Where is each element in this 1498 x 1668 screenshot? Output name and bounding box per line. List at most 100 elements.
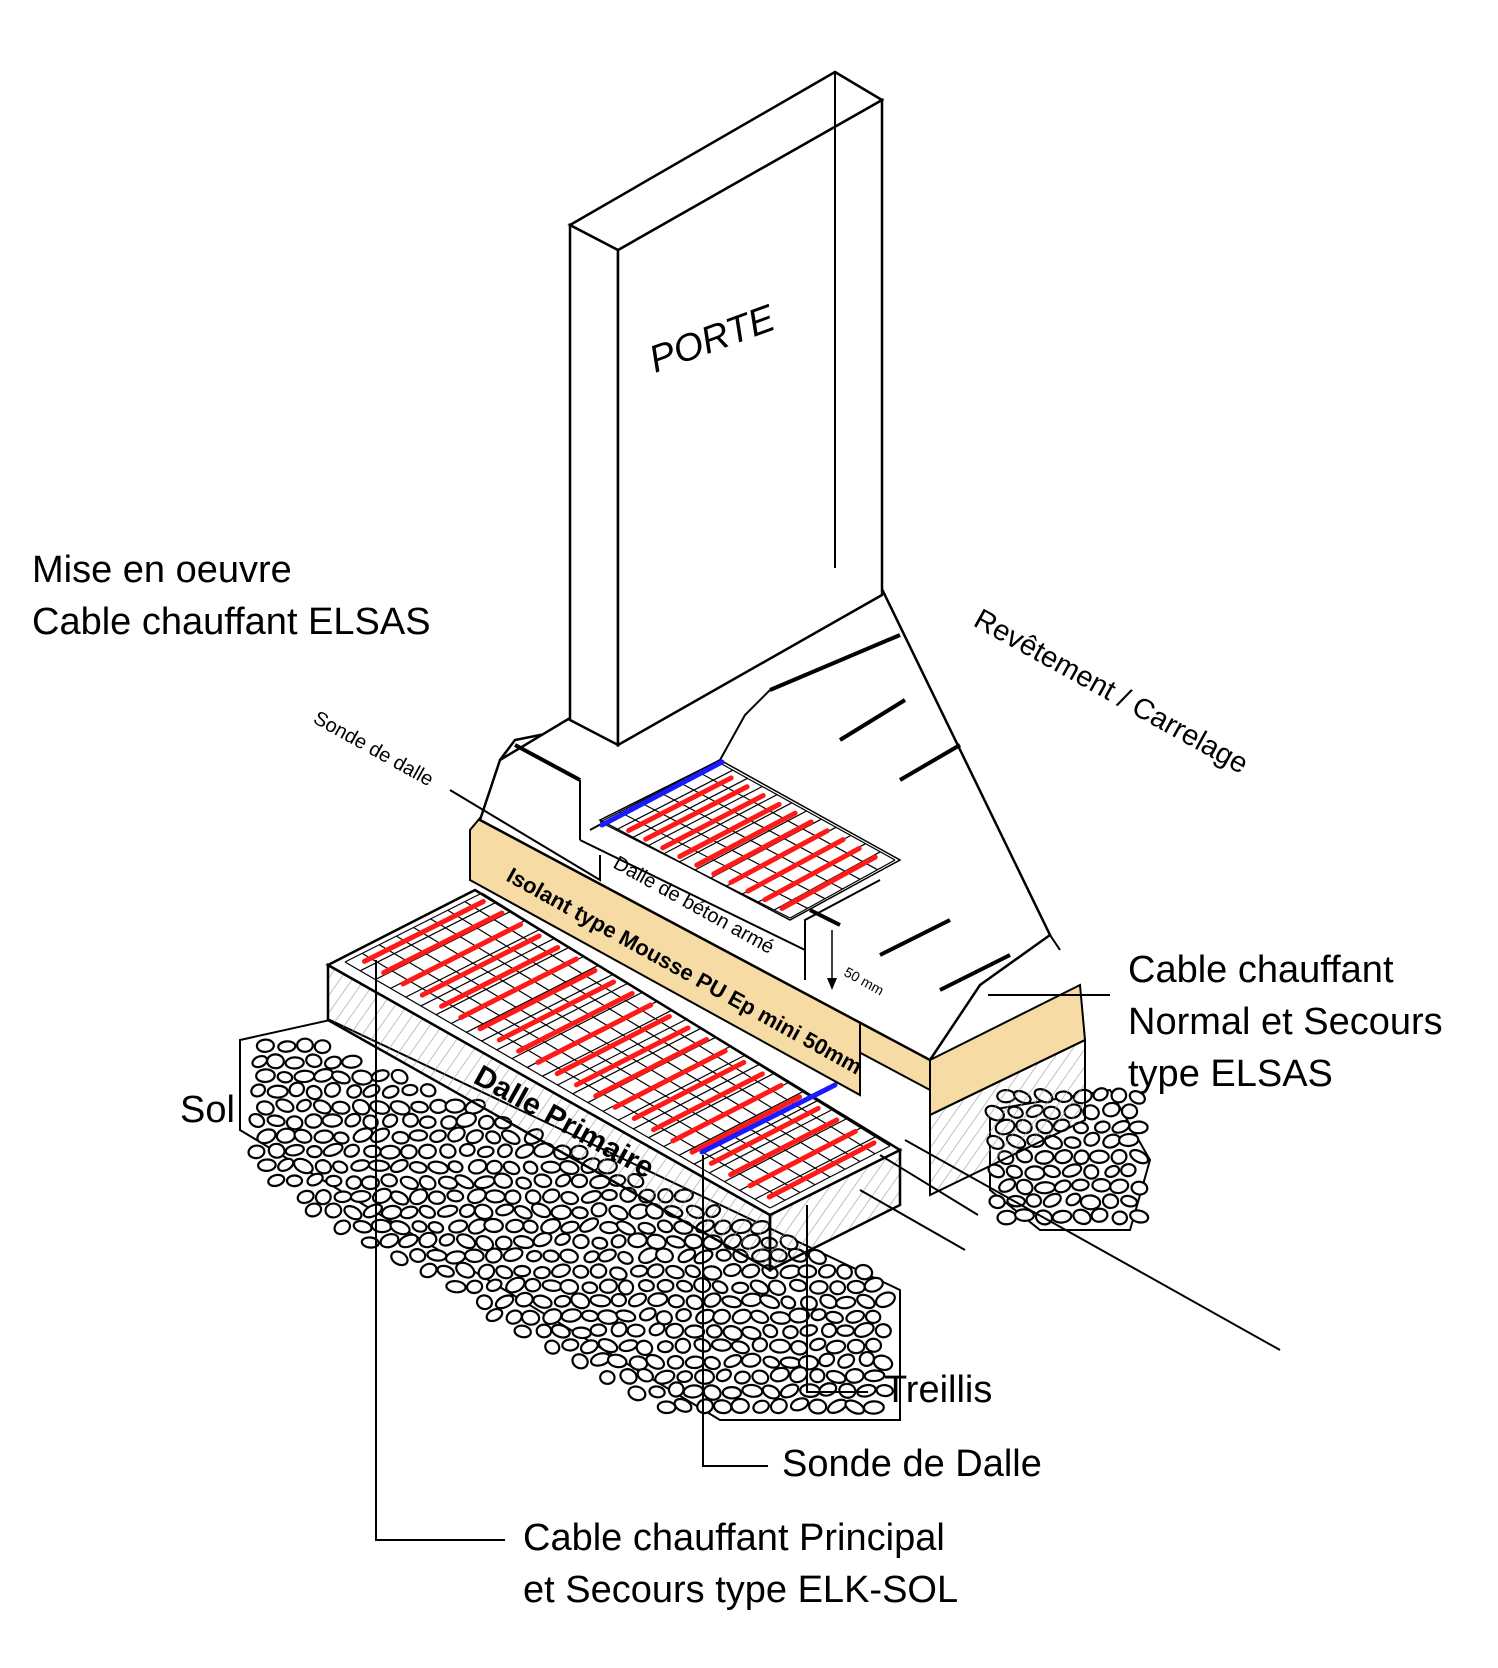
pebble (513, 1324, 532, 1339)
heating-cable-run (554, 1013, 672, 1077)
pebble (599, 1370, 616, 1385)
pebble (836, 1263, 853, 1280)
pebble (495, 1203, 515, 1217)
pebble (266, 1084, 289, 1099)
heating-cable-run (689, 1094, 803, 1155)
pebble (284, 1143, 305, 1157)
pebble (247, 1144, 266, 1160)
pebble (626, 1323, 646, 1338)
pebble (514, 1291, 534, 1308)
pebble (513, 1204, 533, 1220)
pebble (447, 1126, 466, 1143)
pebble (872, 1354, 894, 1372)
pebble (540, 1160, 562, 1174)
pebble (825, 1369, 847, 1384)
pebble (571, 1326, 592, 1340)
pebble (540, 1218, 562, 1235)
pebble (809, 1337, 827, 1352)
pebble (721, 1386, 743, 1400)
sensor-cable-run (599, 759, 725, 828)
pebble (483, 1217, 504, 1234)
pebble (419, 1083, 437, 1098)
pebble (285, 1115, 304, 1131)
pebble (333, 1219, 352, 1236)
pebble (475, 1235, 495, 1252)
pebble (530, 1202, 552, 1219)
pebble (363, 1144, 382, 1159)
pebble (463, 1248, 485, 1264)
pebble (524, 1189, 542, 1205)
pebble (874, 1291, 896, 1309)
pebble (1120, 1163, 1137, 1178)
pebble (436, 1204, 459, 1218)
pebble (1042, 1192, 1062, 1208)
pebble (544, 1339, 561, 1355)
cable-normal-label-line3: type ELSAS (1128, 1053, 1333, 1095)
pebble (769, 1366, 790, 1383)
heating-cable-run (626, 775, 734, 834)
heating-cable-run (643, 784, 750, 842)
pebble (360, 1236, 380, 1249)
pebble (343, 1205, 363, 1221)
pebble (808, 1398, 828, 1415)
leader-cable-principal (375, 960, 505, 1541)
pebble (723, 1353, 743, 1369)
heating-cable-run (593, 1036, 710, 1099)
pebble (371, 1187, 393, 1205)
pebble (341, 1054, 363, 1069)
pebble (524, 1277, 542, 1293)
pebble (844, 1399, 865, 1415)
pebble (559, 1278, 580, 1295)
pebble (401, 1083, 419, 1097)
pebble (789, 1397, 810, 1412)
heating-cable-run (419, 933, 542, 998)
pebble (636, 1367, 654, 1383)
pebble (627, 1232, 648, 1249)
pebble (410, 1100, 429, 1114)
pebble (444, 1098, 466, 1114)
pebble (1015, 1178, 1034, 1196)
dimension-marker (827, 930, 837, 990)
pebble (609, 1266, 628, 1281)
heating-cable-run (631, 1059, 747, 1121)
pebble (645, 1353, 666, 1370)
heating-cable-run (477, 967, 598, 1032)
tile-edge-7 (809, 908, 841, 927)
pebble (835, 1295, 857, 1310)
pebble (305, 1084, 323, 1101)
pebble (1091, 1178, 1112, 1193)
pebble (654, 1369, 676, 1385)
pebble (477, 1263, 496, 1281)
pebble (1129, 1149, 1150, 1165)
pebble (465, 1279, 484, 1295)
pebble (520, 1309, 541, 1326)
pebble (295, 1098, 312, 1113)
heating-cable-run (694, 810, 798, 868)
pebble (267, 1173, 286, 1188)
pebble (1054, 1149, 1074, 1165)
pebble (466, 1188, 487, 1205)
pebble (809, 1280, 829, 1295)
pebble (493, 1172, 513, 1189)
pebble (836, 1324, 855, 1337)
pebble (485, 1278, 503, 1293)
pebble (304, 1202, 323, 1218)
pebble (731, 1281, 750, 1295)
heating-cable-run (516, 990, 635, 1054)
mesh-line (599, 821, 791, 919)
slab-sensor-cable-upper (599, 759, 725, 828)
pebble (400, 1144, 418, 1160)
pebble (705, 1324, 723, 1339)
pebble (1118, 1132, 1140, 1148)
pebble (427, 1221, 445, 1234)
pebble (1072, 1208, 1092, 1226)
pebble (346, 1084, 363, 1099)
pebble (447, 1160, 464, 1174)
pebble (635, 1339, 654, 1357)
pebble (500, 1129, 521, 1145)
pebble (779, 1383, 800, 1399)
pebble (495, 1264, 514, 1280)
pebble (846, 1279, 866, 1295)
diagram-title-line1: Mise en oeuvre (32, 549, 292, 591)
